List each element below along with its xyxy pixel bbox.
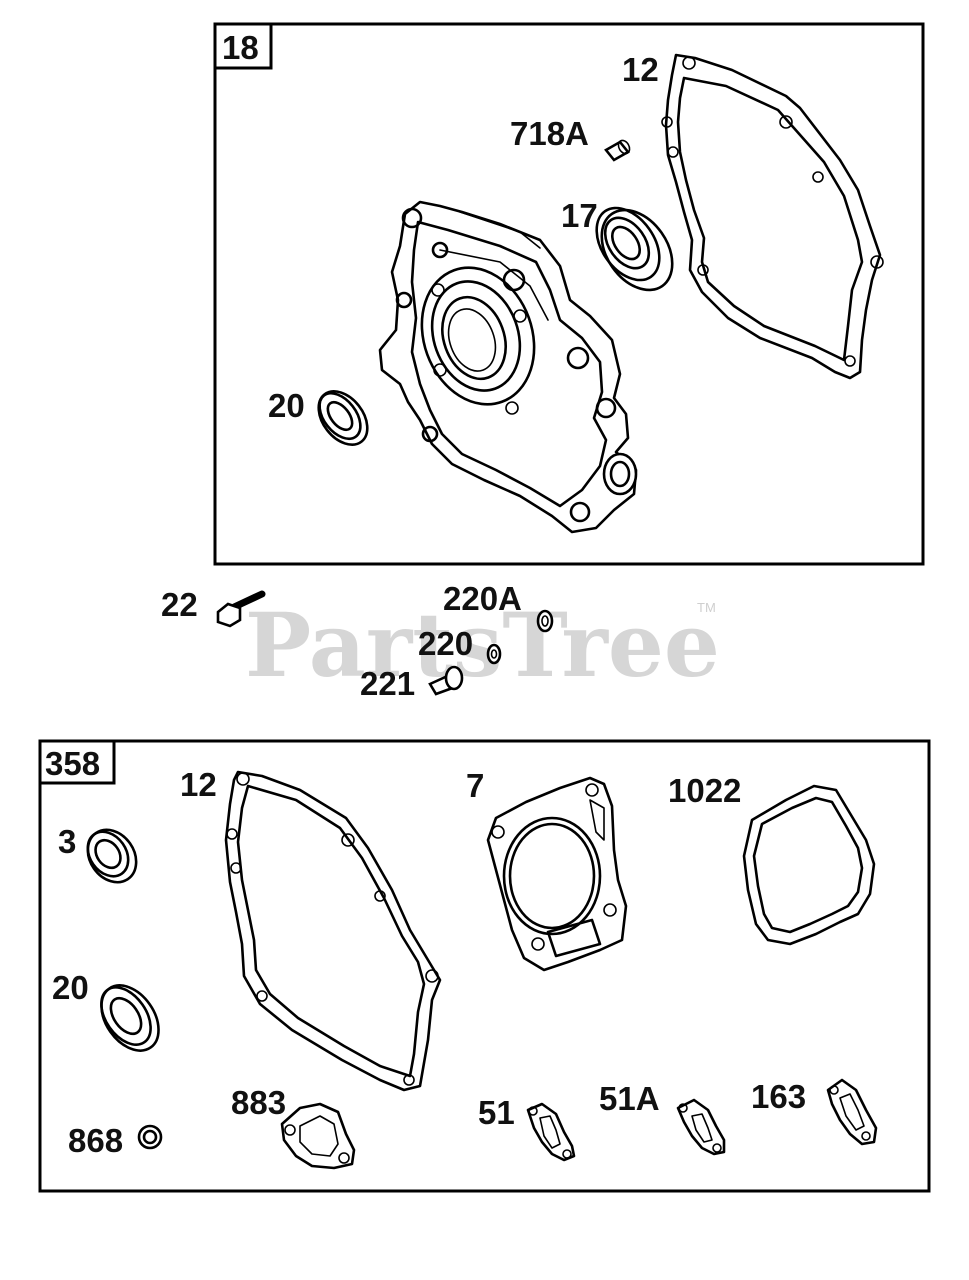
callout-dowel-pin[interactable]: 718A [510, 115, 589, 152]
upper-kit-frame [213, 22, 925, 566]
cover-gasket-drawing [661, 53, 884, 380]
intake-gasket-drawing [280, 1102, 356, 1170]
lower-kit-frame [38, 739, 931, 1193]
dowel-pin-drawing [604, 139, 631, 162]
small-oil-seal-drawing [86, 828, 138, 884]
lower-kit-number-box [38, 739, 116, 785]
washer-drawing [486, 643, 502, 665]
callout-pin[interactable]: 221 [360, 665, 415, 702]
callout-exhaust-gasket[interactable]: 51 [478, 1094, 515, 1131]
watermark-text: PartsTree [245, 593, 720, 697]
upper-kit-number-box [213, 22, 273, 70]
bearing-drawing [595, 206, 674, 292]
callout-washer[interactable]: 220 [418, 625, 473, 662]
callout-exhaust-gasket-alt[interactable]: 51A [599, 1080, 660, 1117]
carb-gasket-drawing [826, 1078, 878, 1146]
upper-oil-seal-drawing [317, 390, 369, 446]
crankcase-cover-drawing [378, 200, 638, 534]
lower-kit-number[interactable]: 358 [45, 745, 100, 782]
crankcase-gasket-drawing [224, 770, 442, 1092]
callout-lower-oil-seal[interactable]: 20 [52, 969, 89, 1006]
pin-drawing [428, 665, 464, 696]
callout-head-gasket[interactable]: 7 [466, 767, 484, 804]
valve-cover-gasket-drawing [742, 784, 876, 946]
callout-intake-gasket[interactable]: 883 [231, 1084, 286, 1121]
callout-washer-a[interactable]: 220A [443, 580, 522, 617]
callout-screw[interactable]: 22 [161, 586, 198, 623]
callout-valve-cover-gasket[interactable]: 1022 [668, 772, 741, 809]
callout-upper-oil-seal[interactable]: 20 [268, 387, 305, 424]
callout-bearing[interactable]: 17 [561, 197, 598, 234]
head-gasket-drawing [486, 776, 628, 972]
watermark-trademark: TM [697, 600, 716, 615]
watermark: PartsTree TM [245, 593, 720, 697]
callout-carb-gasket[interactable]: 163 [751, 1078, 806, 1115]
exhaust-gasket-alt-drawing [676, 1098, 726, 1156]
washer-a-drawing [536, 609, 554, 633]
screw-drawing [216, 590, 266, 628]
callout-crankcase-gasket[interactable]: 12 [180, 766, 217, 803]
callout-cover-gasket[interactable]: 12 [622, 51, 659, 88]
upper-kit-number[interactable]: 18 [222, 29, 259, 66]
callout-plug[interactable]: 868 [68, 1122, 123, 1159]
callout-small-oil-seal[interactable]: 3 [58, 823, 76, 860]
plug-drawing [137, 1124, 163, 1150]
lower-oil-seal-drawing [100, 984, 160, 1052]
exhaust-gasket-drawing [526, 1102, 576, 1162]
